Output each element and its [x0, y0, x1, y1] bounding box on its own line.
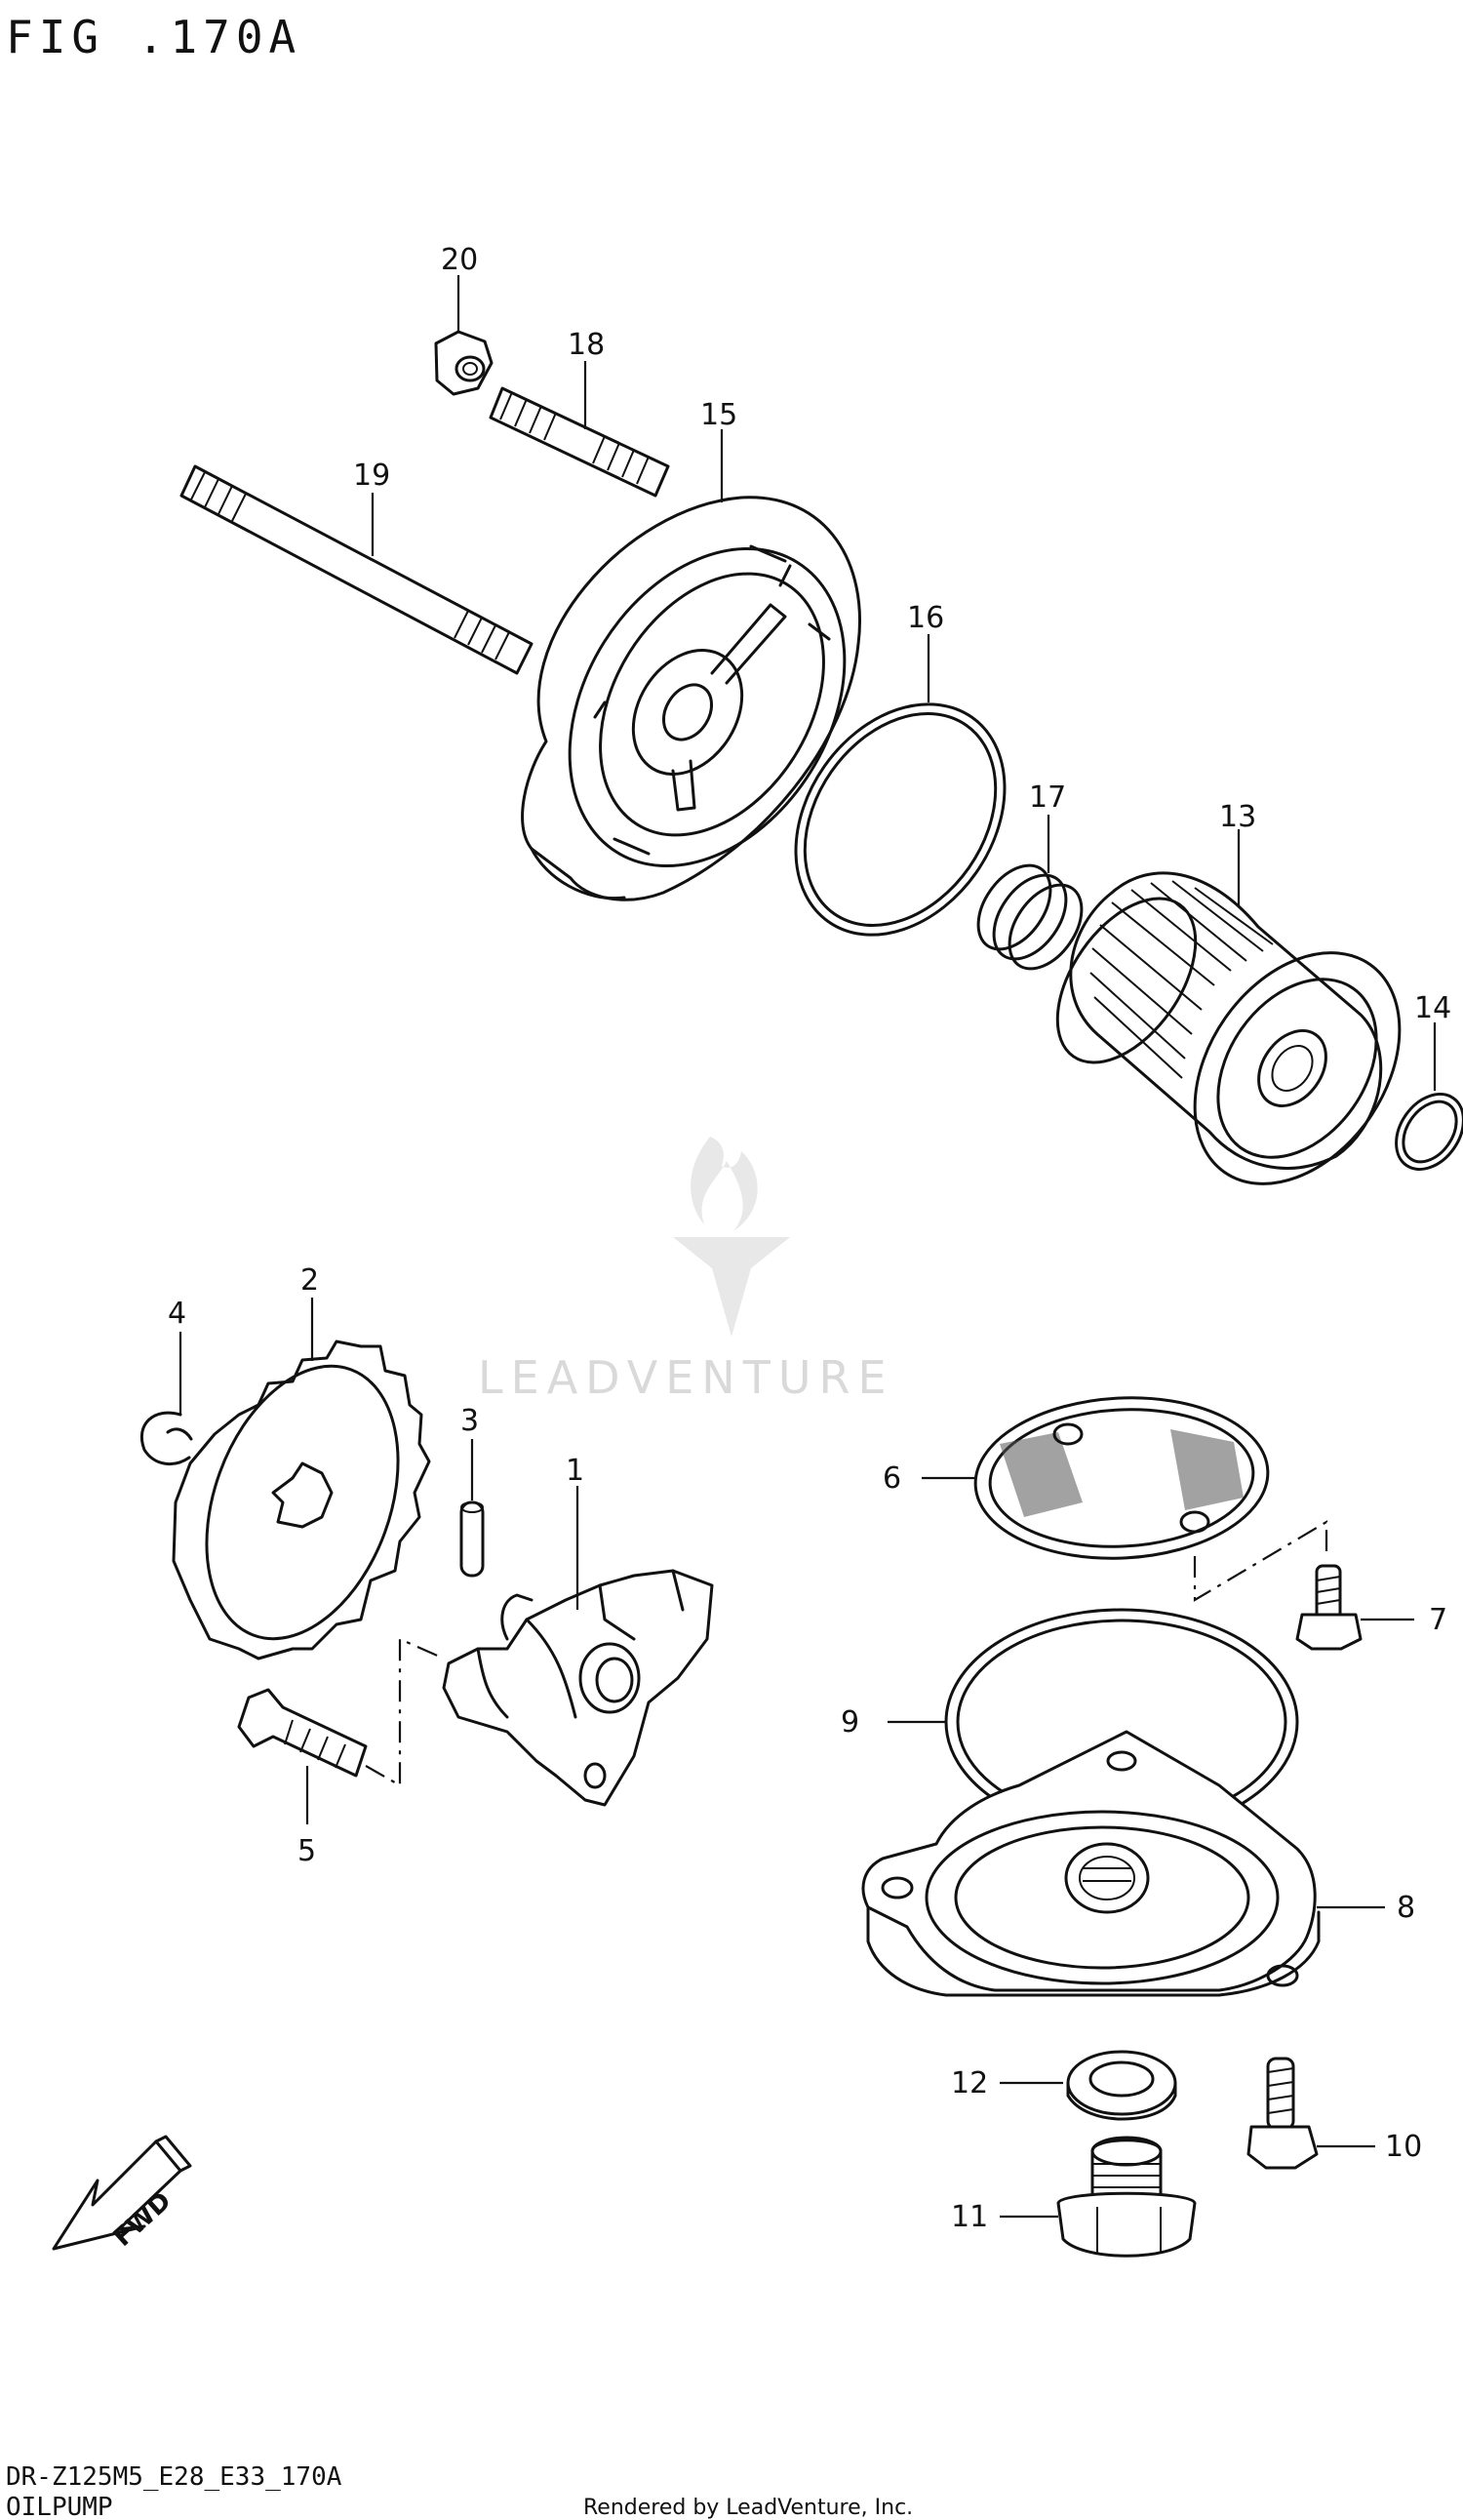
part-5-bolt[interactable]	[237, 1688, 368, 1778]
callout-5: 5	[297, 1834, 316, 1868]
callout-4: 4	[168, 1297, 186, 1331]
part-11-drain-plug[interactable]	[1056, 2136, 1197, 2258]
callout-7: 7	[1429, 1603, 1447, 1637]
part-8-strainer-cap[interactable]	[861, 1730, 1321, 1997]
callout-19: 19	[353, 459, 390, 493]
callout-9: 9	[841, 1705, 859, 1740]
callout-13: 13	[1219, 800, 1256, 834]
part-19-bolt[interactable]	[179, 464, 534, 675]
part-1-oil-pump[interactable]	[442, 1569, 714, 1807]
part-6-oil-strainer[interactable]	[971, 1390, 1272, 1565]
callout-6: 6	[883, 1461, 901, 1496]
part-17-spring[interactable]	[964, 852, 1096, 981]
part-16-o-ring[interactable]	[753, 664, 1048, 976]
figure-title: FIG .170A	[6, 11, 301, 63]
model-code: DR-Z125M5_E28_E33_170A	[6, 2462, 342, 2492]
callout-11: 11	[951, 2200, 988, 2234]
part-15-filter-cover[interactable]	[513, 496, 900, 917]
callout-12: 12	[951, 2066, 988, 2100]
callout-2: 2	[300, 1263, 319, 1298]
part-4-e-clip[interactable]	[139, 1411, 193, 1466]
callout-20: 20	[441, 243, 478, 277]
assembly-line-strainer	[1193, 1520, 1328, 1602]
callout-15: 15	[700, 398, 737, 432]
callout-1: 1	[566, 1454, 584, 1488]
part-7-bolt[interactable]	[1295, 1564, 1363, 1651]
callout-16: 16	[907, 601, 944, 635]
assembly-line-bolt-to-pump	[365, 1637, 445, 1787]
part-18-stud[interactable]	[489, 386, 670, 498]
part-13-oil-filter[interactable]	[1029, 871, 1442, 1222]
render-credit: Rendered by LeadVenture, Inc.	[583, 2496, 913, 2520]
part-14-o-ring[interactable]	[1382, 1081, 1463, 1181]
fwd-arrow-icon	[52, 2135, 192, 2251]
part-3-dowel-pin[interactable]	[459, 1500, 485, 1578]
callout-8: 8	[1397, 1891, 1415, 1925]
callout-14: 14	[1414, 991, 1451, 1025]
section-name: OILPUMP	[6, 2493, 113, 2520]
callout-3: 3	[460, 1404, 479, 1438]
part-2-pump-gear[interactable]	[172, 1340, 433, 1665]
part-20-nut[interactable]	[434, 330, 494, 396]
callout-10: 10	[1385, 2130, 1422, 2164]
part-10-bolt[interactable]	[1246, 2057, 1319, 2170]
leadventure-logo	[673, 1137, 790, 1337]
part-12-washer[interactable]	[1066, 2050, 1177, 2121]
callout-18: 18	[568, 328, 605, 362]
watermark-text: LEADVENTURE	[478, 1351, 894, 1404]
callout-17: 17	[1029, 780, 1066, 815]
